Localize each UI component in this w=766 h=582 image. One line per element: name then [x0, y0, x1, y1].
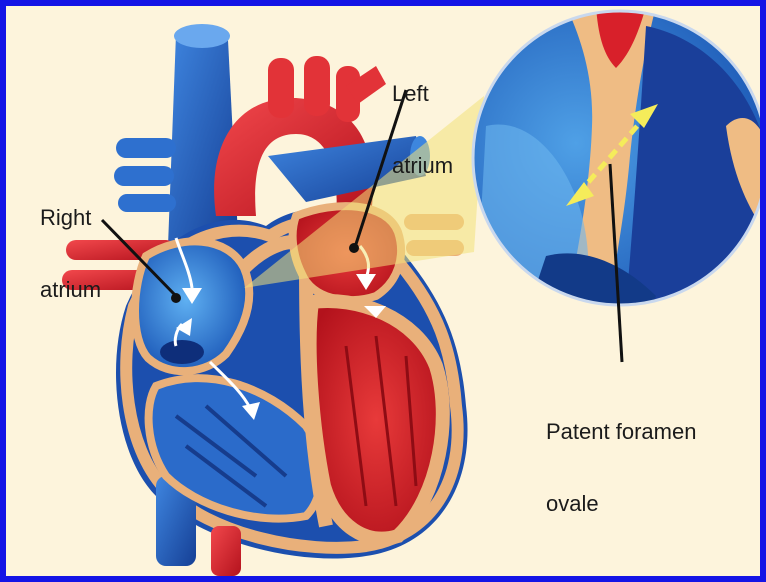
- left-atrium-label-line1: Left: [392, 82, 453, 106]
- pulmonary-veins-left: [114, 138, 176, 212]
- right-atrium-label: Right atrium: [40, 158, 101, 350]
- right-atrium: [135, 241, 249, 371]
- pfo-label-line2: ovale: [546, 492, 696, 516]
- pfo-label-line1: Patent foramen: [546, 420, 696, 444]
- right-atrium-label-line2: atrium: [40, 278, 101, 302]
- left-atrium-label: Left atrium: [392, 34, 453, 226]
- patent-foramen-ovale-label: Patent foramen ovale: [546, 372, 696, 564]
- left-ventricle: [310, 301, 443, 539]
- right-atrium-label-line1: Right: [40, 206, 101, 230]
- left-atrium-label-line2: atrium: [392, 154, 453, 178]
